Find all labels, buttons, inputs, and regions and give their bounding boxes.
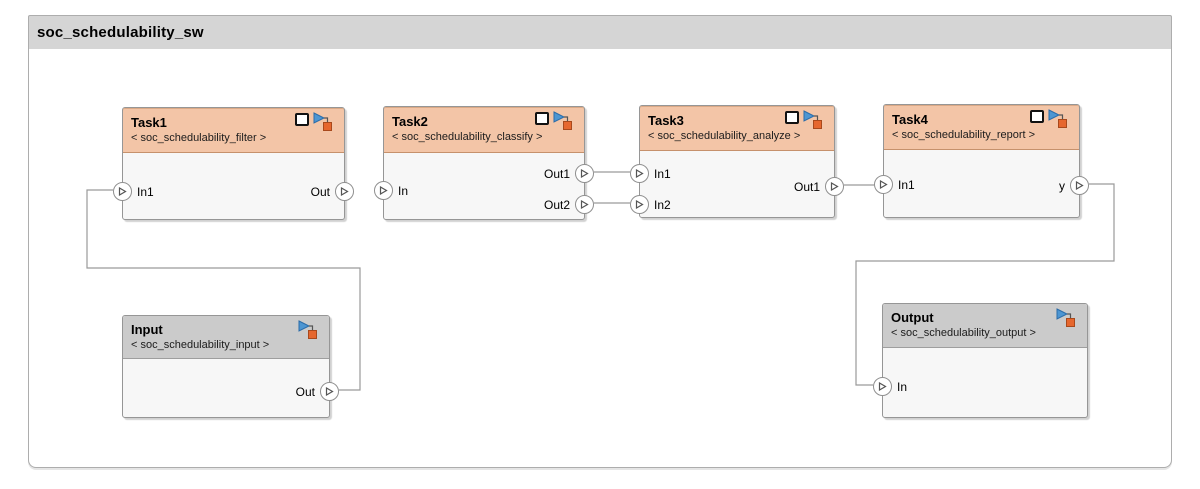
port-label: y [1059,178,1065,193]
block-reference-name: < soc_schedulability_report > [892,128,1036,141]
port-label: Out2 [543,197,570,212]
block-input-header: Input < soc_schedulability_input > [123,316,329,359]
port-arrow-icon [118,187,127,196]
port-input-out[interactable]: Out [296,382,339,401]
block-reference-name: < soc_schedulability_classify > [392,131,543,143]
simulink-model-badge-icon[interactable] [297,319,318,341]
block-title: Task4 [892,111,928,127]
checkbox-icon[interactable] [785,111,799,124]
block-task2-header: Task2 < soc_schedulability_classify > [384,107,584,153]
port-arrow-icon [580,200,589,209]
block-output-header: Output < soc_schedulability_output > [883,304,1087,348]
port-arrow-icon [325,387,334,396]
port-label: In1 [898,177,915,192]
port-task3-in1[interactable]: In1 [630,164,671,183]
port-task2-in[interactable]: In [374,181,408,200]
block-task2[interactable]: Task2 < soc_schedulability_classify > In… [374,106,594,220]
block-task1[interactable]: Task1 < soc_schedulability_filter > In1 … [113,107,354,220]
system-title-bar: soc_schedulability_sw [28,15,1172,49]
checkbox-icon[interactable] [1030,110,1044,123]
block-task4[interactable]: Task4 < soc_schedulability_report > In1 … [874,104,1089,218]
port-task1-in1[interactable]: In1 [113,182,154,201]
port-task4-in1[interactable]: In1 [874,175,915,194]
block-reference-name: < soc_schedulability_filter > [131,131,267,144]
port-arrow-icon [580,169,589,178]
simulink-model-badge-icon[interactable] [1047,108,1068,130]
port-label: In1 [654,166,671,181]
port-arrow-icon [379,186,388,195]
port-task3-in2[interactable]: In2 [630,195,671,214]
block-task3-header: Task3 < soc_schedulability_analyze > [640,106,834,151]
block-reference-name: < soc_schedulability_input > [131,338,270,351]
port-label: Out [295,384,315,399]
port-arrow-icon [635,200,644,209]
wire-task4-y-to-output-in[interactable] [855,183,1115,386]
port-arrow-icon [1075,181,1084,190]
port-task2-out1[interactable]: Out1 [544,164,594,183]
port-output-in[interactable]: In [873,377,907,396]
simulink-model-badge-icon[interactable] [312,111,333,133]
block-title: Task2 [392,114,428,129]
simulink-model-badge-icon[interactable] [552,110,573,132]
port-arrow-icon [635,169,644,178]
block-task4-header: Task4 < soc_schedulability_report > [884,105,1079,150]
port-label: In1 [137,184,154,199]
block-input[interactable]: Input < soc_schedulability_input > Out [122,315,339,418]
checkbox-icon[interactable] [295,113,309,126]
port-arrow-icon [830,182,839,191]
port-task1-out[interactable]: Out [311,182,354,201]
block-reference-name: < soc_schedulability_output > [891,327,1036,339]
block-output[interactable]: Output < soc_schedulability_output > In [873,303,1088,418]
port-task4-y[interactable]: y [1059,176,1089,195]
port-label: In [897,379,908,394]
system-title: soc_schedulability_sw [37,24,204,41]
block-title: Task1 [131,114,167,130]
block-task1-header: Task1 < soc_schedulability_filter > [123,108,344,153]
port-arrow-icon [879,180,888,189]
block-title: Input [131,321,163,337]
port-label: Out [310,184,330,199]
port-label: Out1 [543,166,570,181]
port-label: In2 [654,197,671,212]
checkbox-icon[interactable] [535,112,549,125]
block-title: Task3 [648,112,684,128]
port-label: Out1 [793,179,820,194]
port-task3-out1[interactable]: Out1 [794,177,844,196]
port-arrow-icon [878,382,887,391]
port-label: In [398,183,409,198]
block-task3[interactable]: Task3 < soc_schedulability_analyze > In1… [630,105,844,218]
simulink-model-badge-icon[interactable] [1055,307,1076,329]
block-title: Output [891,310,934,325]
block-reference-name: < soc_schedulability_analyze > [648,129,801,142]
port-arrow-icon [340,187,349,196]
port-task2-out2[interactable]: Out2 [544,195,594,214]
simulink-model-badge-icon[interactable] [802,109,823,131]
wire-input-out-to-task1-in1[interactable] [86,189,361,391]
